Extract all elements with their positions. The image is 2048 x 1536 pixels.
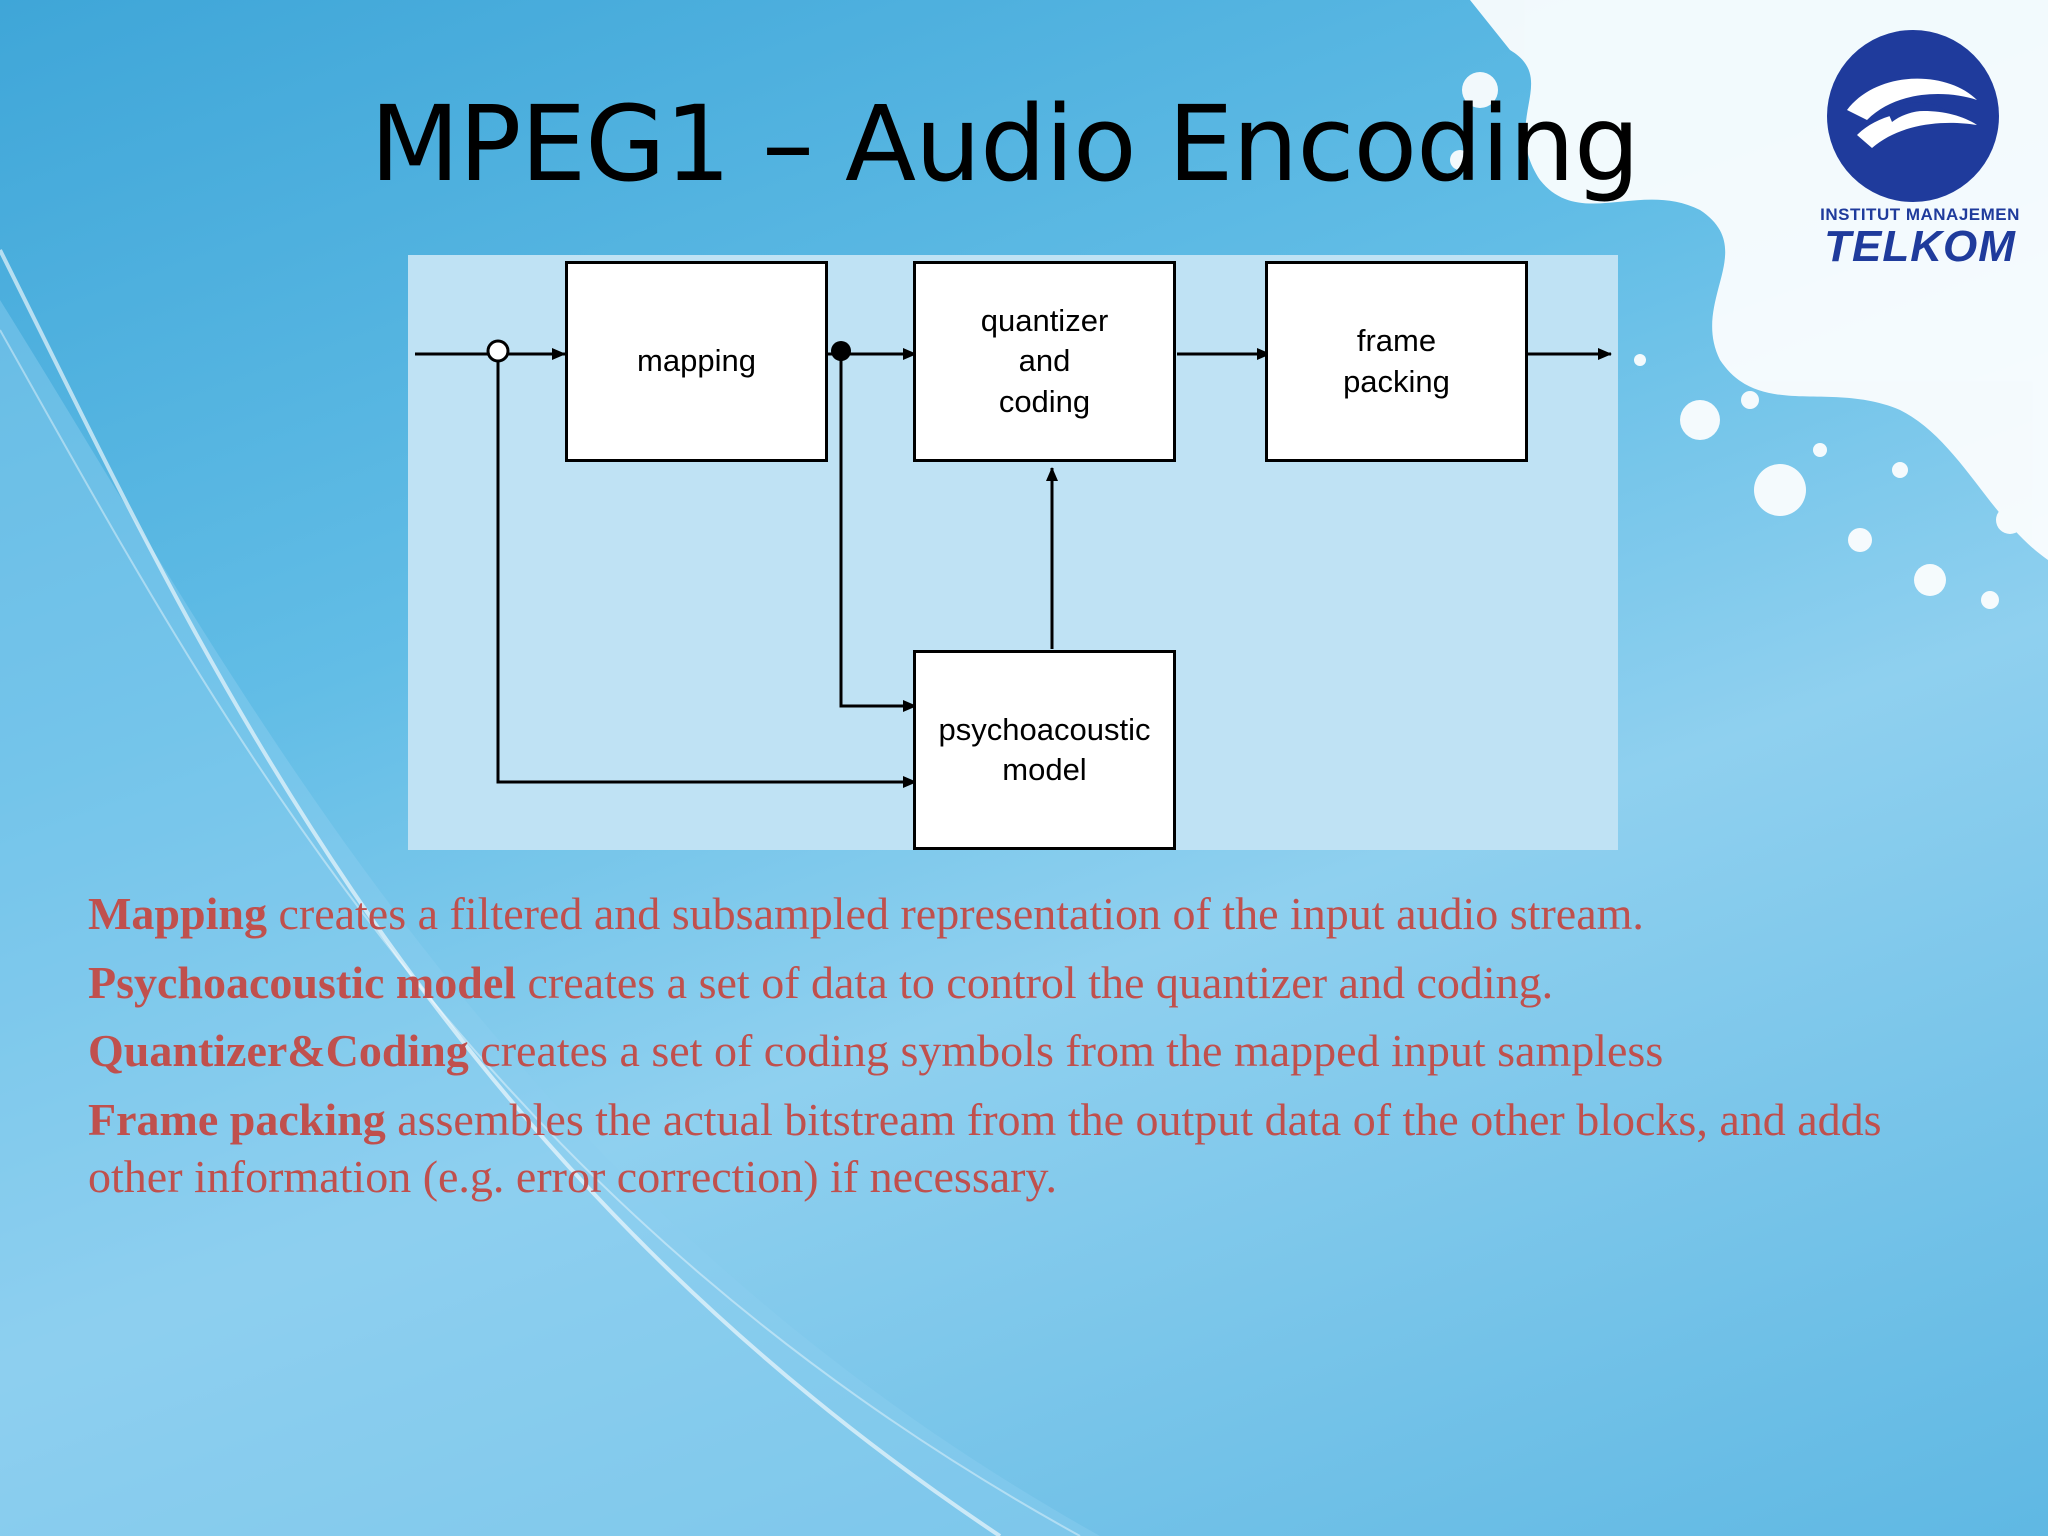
- psychoacoustic-label: psychoacoustic model: [938, 711, 1151, 787]
- psychoacoustic-model-block: psychoacoustic model: [913, 650, 1176, 850]
- logo-emblem: [1827, 30, 1999, 202]
- institution-logo: INSTITUT MANAJEMEN TELKOM: [1820, 30, 2020, 271]
- slide-title: MPEG1 – Audio Encoding: [370, 83, 1640, 205]
- frame-packing-description: Frame packing assembles the actual bitst…: [88, 1091, 1958, 1206]
- mapping-description: Mapping creates a filtered and subsample…: [88, 885, 1988, 943]
- frame-packing-term: Frame packing: [88, 1093, 386, 1145]
- mapping-output-junction-dot: [831, 341, 851, 361]
- diagram-connectors: [415, 339, 1612, 788]
- mapped-to-psycho-arrow: [839, 354, 917, 712]
- logo-text-line2: TELKOM: [1824, 222, 2016, 271]
- input-to-psycho-arrow: [496, 354, 917, 788]
- frame-packing-description-text: assembles the actual bitstream from the …: [88, 1093, 1882, 1203]
- mapping-description-text: creates a filtered and subsampled repres…: [266, 888, 1644, 939]
- mapping-term: Mapping: [88, 888, 267, 939]
- psychoacoustic-description: Psychoacoustic model creates a set of da…: [88, 954, 1988, 1012]
- logo-text-line1: INSTITUT MANAJEMEN: [1820, 205, 2020, 224]
- encoder-block-diagram: mapping quantizer and coding frame packi…: [408, 255, 1618, 850]
- frame-packing-block: frame packing: [1265, 261, 1528, 462]
- quantizer-coding-block: quantizer and coding: [913, 261, 1176, 462]
- quantizer-term: Quantizer&Coding: [88, 1025, 469, 1076]
- mapping-label: mapping: [637, 343, 756, 379]
- psychoacoustic-term: Psychoacoustic model: [88, 956, 517, 1008]
- description-text: Mapping creates a filtered and subsample…: [88, 885, 1988, 1217]
- psychoacoustic-description-text: creates a set of data to control the qua…: [516, 956, 1554, 1008]
- input-junction-dot: [486, 339, 510, 363]
- frame-packing-label: frame packing: [1343, 323, 1450, 399]
- mapping-block: mapping: [565, 261, 828, 462]
- quantizer-description: Quantizer&Coding creates a set of coding…: [88, 1022, 1988, 1080]
- quantizer-description-text: creates a set of coding symbols from the…: [468, 1025, 1664, 1076]
- quantizer-label: quantizer and coding: [980, 303, 1109, 419]
